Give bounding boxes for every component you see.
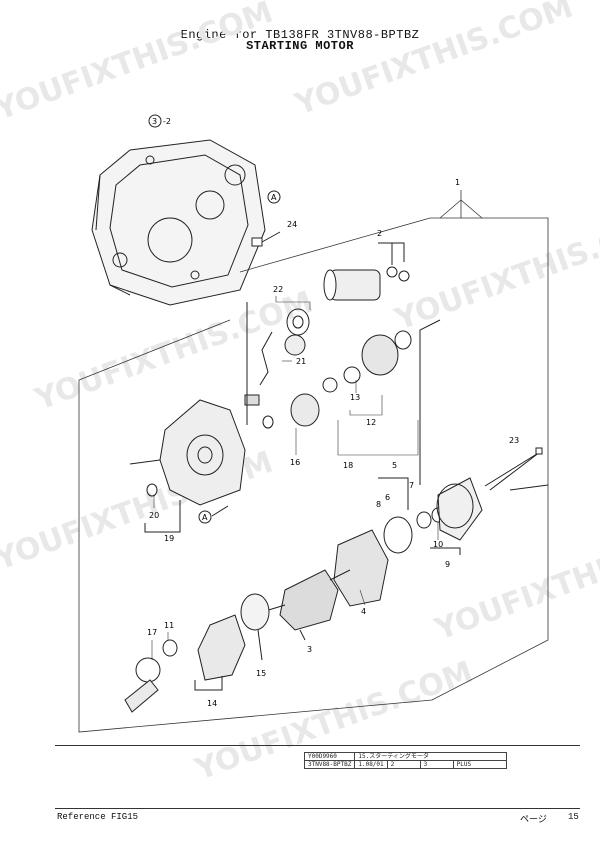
leader-lines: [151, 296, 439, 660]
callout-10: 10: [433, 540, 443, 549]
svg-text:A: A: [202, 513, 208, 522]
flywheel-housing: [91, 139, 266, 306]
callout-14: 14: [207, 699, 217, 708]
callout-3-2: 3 -2: [148, 114, 171, 128]
callout-label: 3: [152, 117, 157, 126]
parts-info-table: Y00D9960 15.スターティングモータ 3TNV88-BPTBZ 1.08…: [303, 752, 507, 769]
section-title: STARTING MOTOR: [246, 39, 354, 53]
info-code: Y00D9960: [303, 752, 356, 761]
watermark-text: YOUFIXTHIS.COM: [0, 0, 278, 128]
callout-20: 20: [149, 511, 159, 520]
footer-page-number: 15: [568, 812, 579, 822]
reference-a-bottom: A: [198, 505, 229, 524]
bolt-24: [251, 231, 281, 247]
reference-a-top: A: [267, 190, 281, 204]
callout-6: 6: [385, 493, 390, 502]
page-title: Engine for TB138FR 3TNV88-BPTBZ: [180, 28, 420, 42]
footer-reference: Reference FIG15: [57, 812, 139, 822]
info-col3: 2: [386, 760, 421, 769]
info-description: 15.スターティングモータ: [354, 752, 507, 761]
callout-15: 15: [256, 669, 266, 678]
callout-1: 1: [455, 178, 460, 187]
callout-24: 24: [287, 220, 297, 229]
info-model: 3TNV88-BPTBZ: [303, 760, 356, 769]
info-date: 1.08/01: [354, 760, 388, 769]
callout-21: 21: [296, 357, 306, 366]
footer-top-rule: [55, 745, 580, 746]
info-col5: PLUS: [452, 760, 507, 769]
watermark-text: YOUFIXTHIS.COM: [390, 205, 600, 338]
callout-17: 17: [147, 628, 157, 637]
callout-13: 13: [350, 393, 360, 402]
footer-bottom-rule: [55, 808, 580, 809]
assembly-frame: [78, 190, 549, 733]
motor-body: [333, 451, 549, 607]
callout-12: 12: [366, 418, 376, 427]
callout-suffix: -2: [163, 117, 171, 126]
svg-text:A: A: [271, 193, 277, 202]
footer-page-label: ページ: [520, 815, 547, 825]
callout-4: 4: [361, 607, 366, 616]
watermark-text: YOUFIXTHIS.COM: [290, 0, 578, 123]
callout-23: 23: [509, 436, 519, 445]
callout-2: 2: [377, 229, 382, 238]
through-bolt-23: [484, 447, 543, 487]
callout-16: 16: [290, 458, 300, 467]
callout-19: 19: [164, 534, 174, 543]
callout-22: 22: [273, 285, 283, 294]
callout-11: 11: [164, 621, 174, 630]
callout-labels: 1 2 3 4 5 6 7 8 9 10 11 12 13 14 15 16 1…: [147, 178, 519, 708]
drive-parts: [244, 302, 441, 485]
callout-3: 3: [307, 645, 312, 654]
drive-end-housing: [129, 399, 246, 533]
callout-7: 7: [409, 481, 414, 490]
planetary-gear-set: [124, 593, 270, 713]
armature: [261, 569, 351, 641]
watermark-layer: YOUFIXTHIS.COM YOUFIXTHIS.COM YOUFIXTHIS…: [0, 0, 600, 788]
callout-5: 5: [392, 461, 397, 470]
solenoid-switch: [323, 242, 410, 301]
callout-18: 18: [343, 461, 353, 470]
callout-8: 8: [376, 500, 381, 509]
callout-9: 9: [445, 560, 450, 569]
info-col4: 3: [419, 760, 454, 769]
